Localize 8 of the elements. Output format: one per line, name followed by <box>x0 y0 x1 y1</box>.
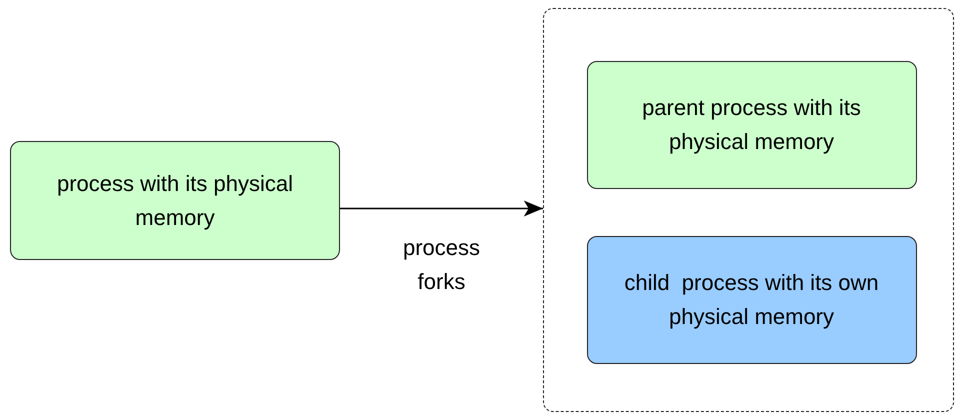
node-text: process with its physical memory <box>56 170 294 232</box>
group-container <box>543 8 954 412</box>
arrow <box>340 200 543 216</box>
node-text: parent process with its physical memory <box>641 94 862 156</box>
process-box <box>586 236 916 364</box>
process-box <box>586 60 916 188</box>
node-text: child process with its own physical memory <box>623 268 880 331</box>
process-box <box>10 141 340 260</box>
